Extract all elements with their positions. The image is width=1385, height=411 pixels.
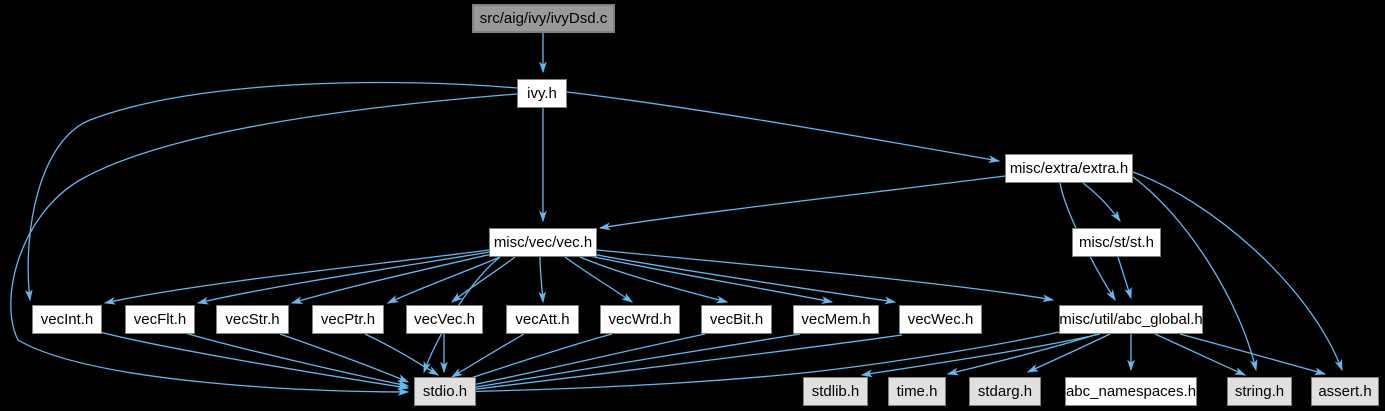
graph-edge [1132,176,1258,372]
graph-edge [860,333,1101,378]
graph-edge [99,331,410,391]
graph-edge [591,253,897,305]
graph-edge [24,81,518,302]
graph-edge [1132,171,1343,372]
graph-edge [1154,333,1247,376]
graph-node-st[interactable]: misc/st/st.h [1072,228,1161,257]
graph-edge [1179,333,1327,376]
graph-node-vecmem[interactable]: vecMem.h [793,305,879,334]
graph-edge [450,333,525,378]
graph-node-vecatt[interactable]: vecAtt.h [506,305,579,334]
graph-node-time[interactable]: time.h [888,377,946,406]
graph-node-vecwec[interactable]: vecWec.h [899,305,982,334]
graph-edge [598,175,1006,231]
graph-node-vecflt[interactable]: vecFlt.h [125,305,195,334]
graph-edge [564,256,634,303]
graph-edge [364,333,440,376]
graph-node-stdio[interactable]: stdio.h [414,377,476,406]
graph-edge [450,331,1060,396]
graph-node-vecwrd[interactable]: vecWrd.h [600,305,680,334]
graph-edge [579,256,729,304]
graph-edge [196,251,490,305]
graph-node-vec[interactable]: misc/vec/vec.h [489,228,597,257]
graph-edge [589,255,834,304]
graph-edge [450,333,706,391]
graph-edge [290,253,493,304]
graph-edge [946,333,1099,376]
graph-edge [450,334,903,395]
graph-node-extra[interactable]: misc/extra/extra.h [1005,154,1133,183]
edge-group [10,33,1343,396]
graph-node-abcns[interactable]: abc_namespaces.h [1065,377,1197,406]
graph-edge [184,332,410,388]
graph-node-vecint[interactable]: vecInt.h [32,305,102,334]
graph-node-vecvec[interactable]: vecVec.h [406,305,483,334]
graph-edge [10,93,518,396]
graph-edge [1082,182,1121,223]
graph-edge [450,333,801,394]
graph-node-ivy[interactable]: ivy.h [517,79,567,108]
graph-edge [450,256,516,303]
graph-node-assert[interactable]: assert.h [1311,377,1379,406]
graph-edge [386,256,501,304]
graph-edge [596,249,1055,303]
graph-edge [103,249,490,305]
graph-node-abcglobal[interactable]: misc/util/abc_global.h [1059,305,1203,334]
graph-edge [279,333,410,383]
graph-edge [1026,333,1111,373]
graph-node-stdlib[interactable]: stdlib.h [803,377,868,406]
graph-edge [566,91,1001,164]
graph-node-root[interactable]: src/aig/ivy/ivyDsd.c [472,4,615,33]
graph-node-stdarg[interactable]: stdarg.h [969,377,1041,406]
graph-node-string[interactable]: string.h [1227,377,1292,406]
graph-node-vecbit[interactable]: vecBit.h [701,305,772,334]
graph-node-vecstr[interactable]: vecStr.h [216,305,289,334]
graph-edge [450,333,613,385]
graph-edge [1117,256,1132,300]
graph-edge [538,256,547,304]
graph-node-vecptr[interactable]: vecPtr.h [312,305,384,334]
